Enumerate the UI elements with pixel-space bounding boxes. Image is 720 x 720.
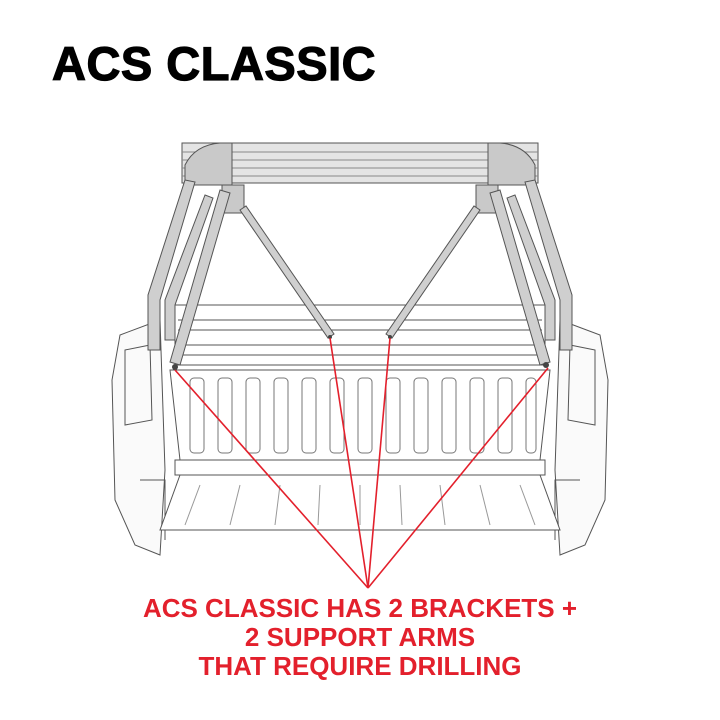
- right-corner-plate: [487, 142, 536, 186]
- left-mid-leg: [164, 194, 214, 341]
- bed-ribs: [189, 377, 537, 454]
- right-mid-leg: [506, 194, 556, 341]
- left-outer-leg: [147, 179, 196, 351]
- bracket-bolts: [172, 335, 549, 370]
- roof-rack: [147, 142, 573, 366]
- callout-line-2: 2 SUPPORT ARMS: [244, 622, 476, 652]
- page-title: ACS CLASSIC: [51, 36, 377, 90]
- left-inner-leg: [169, 189, 231, 366]
- truck-left-taillight: [111, 319, 166, 556]
- callout-line-1: ACS CLASSIC HAS 2 BRACKETS +: [142, 593, 578, 623]
- left-support-arm: [239, 205, 335, 339]
- bed-floor-lines: [184, 484, 536, 526]
- truck-bed: [174, 304, 546, 366]
- left-corner-plate: [184, 142, 233, 186]
- drilling-callout: ACS CLASSIC HAS 2 BRACKETS + 2 SUPPORT A…: [0, 594, 720, 681]
- right-outer-leg: [524, 179, 573, 351]
- truck-right-taillight: [554, 319, 609, 556]
- right-inner-leg: [489, 189, 551, 366]
- callout-lines: [174, 337, 549, 589]
- rack-crossbar: [181, 142, 539, 184]
- callout-line-3: THAT REQUIRE DRILLING: [198, 651, 522, 681]
- right-support-arm: [385, 205, 481, 339]
